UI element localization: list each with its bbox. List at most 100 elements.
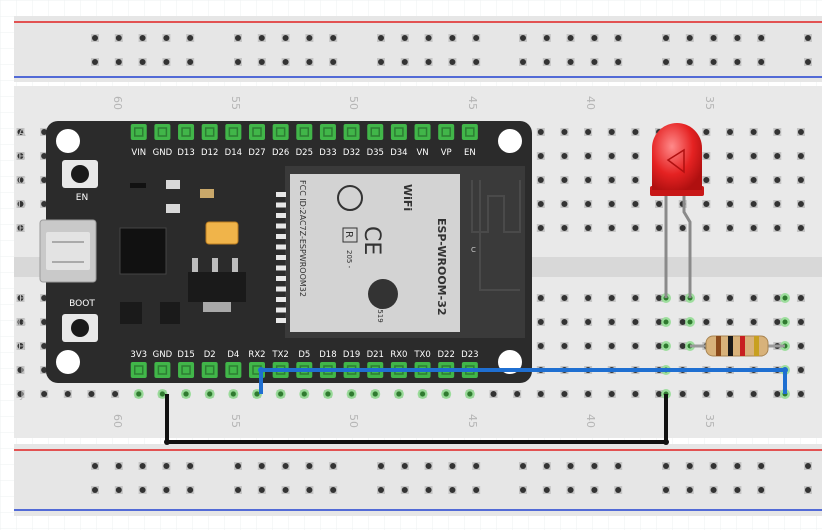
wifi-logo: WiFi [401,184,414,211]
column-number: 40 [584,414,597,428]
breadboard-hole [607,318,616,326]
rail-hole [281,58,290,66]
espressif-logo [368,279,398,309]
breadboard-hole [796,342,805,350]
row-letter: A [18,126,26,139]
breadboard-hole [655,224,664,232]
breadboard-hole [584,342,593,350]
rail-hole [186,486,195,494]
breadboard-hole [513,390,522,398]
pin-label: D21 [367,350,384,360]
breadboard-hole [16,366,25,374]
rail-hole [614,462,623,470]
boot-button[interactable] [62,314,98,342]
breadboard-hole [16,390,25,398]
breadboard-hole [749,390,758,398]
resistor-body [705,335,769,357]
castellation-pad [276,255,286,260]
pin-label: D19 [343,350,360,360]
rail-hole [281,486,290,494]
rail-hole [162,34,171,42]
resistor-band [728,336,733,356]
rail-hole [162,58,171,66]
blue-wire[interactable] [258,367,788,394]
rail-hole [709,58,718,66]
breadboard-hole [560,176,569,184]
header-pin [225,124,242,140]
black-wire[interactable] [164,394,669,445]
breadboard-hole [631,200,640,208]
breadboard-hole [796,366,805,374]
connected-hole [346,389,357,399]
breadboard-hole [631,342,640,350]
breadboard-hole [16,224,25,232]
en-button[interactable] [62,160,98,188]
column-number: 50 [347,96,360,110]
breadboard-hole [726,390,734,398]
rail-hole [424,486,433,494]
castellation-pad [276,265,286,271]
breadboard-hole [631,152,640,160]
pin-label: D14 [225,148,242,158]
breadboard-hole [607,294,616,302]
header-pin [461,124,478,140]
breadboard-hole [655,342,664,350]
breadboard-hole [796,294,805,302]
breadboard-hole [536,390,545,398]
breadboard-hole [773,318,782,326]
column-number: 35 [703,96,716,110]
rail-hole [662,34,670,42]
connected-hole [322,389,333,399]
breadboard-hole [536,294,545,302]
header-pin [178,362,195,378]
breadboard-hole [111,390,120,398]
rail-hole [138,486,147,494]
rail-hole [91,34,99,42]
breadboard-hole [607,390,616,398]
breadboard-hole [560,128,569,136]
breadboard-hole [702,318,711,326]
connected-hole [275,389,286,399]
cert-code-left: 205 - [345,250,353,269]
breadboard-hole [16,152,25,160]
rail-hole [91,462,99,470]
column-number: 55 [229,414,242,428]
rail-hole [685,34,694,42]
breadboard-hole [584,318,593,326]
esp-wroom-32-module: C FCC ID:2AC7Z-ESPWROOM32 ESP-WROOM-32 W… [276,166,525,338]
breadboard-hole [560,342,569,350]
breadboard-hole [607,128,616,136]
breadboard-hole [678,294,687,302]
breadboard-hole [40,176,49,184]
rail-hole [542,462,551,470]
breadboard-hole [655,390,664,398]
header-pin [367,124,384,140]
rail-hole [448,34,457,42]
pin-label: D13 [177,148,194,158]
rail-hole [424,34,433,42]
breadboard-hole [773,200,782,208]
module-model: ESP-WROOM-32 [435,218,448,316]
usb-connector [39,219,97,283]
rail-hole [472,486,481,494]
breadboard-hole [560,318,569,326]
breadboard-hole [40,318,49,326]
r-mark-box [342,227,358,243]
usb-uart-chip [119,227,167,275]
rail-hole [329,462,338,470]
rail-hole [114,58,123,66]
breadboard-hole [536,152,545,160]
rail-hole [400,462,409,470]
breadboard-hole [560,224,569,232]
red-led[interactable] [650,123,704,298]
breadboard-hole [536,318,545,326]
resistor[interactable] [690,335,785,357]
rail-hole [685,462,694,470]
pin-label: 3V3 [130,350,147,360]
header-pin [154,124,171,140]
rail-hole [114,462,123,470]
led-dome [652,123,702,190]
connected-hole [685,317,695,327]
breadboard-hole [489,390,498,398]
